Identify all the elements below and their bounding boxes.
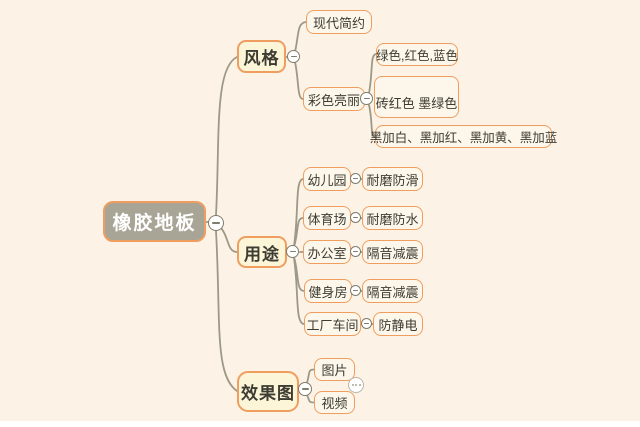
collapse-minus-icon[interactable] xyxy=(286,245,299,258)
node-green-red-blue[interactable]: 绿色,红色,蓝色 xyxy=(376,43,458,66)
node-stadium[interactable]: 体育场 xyxy=(303,206,351,230)
node-black-color-combos[interactable]: 黑加白、黑加红、黑加黄、黑加蓝 xyxy=(370,125,557,148)
footer-strip xyxy=(0,421,640,427)
more-ellipsis-icon[interactable] xyxy=(348,377,364,393)
node-kindergarten[interactable]: 幼儿园 xyxy=(303,167,351,191)
collapse-minus-icon[interactable] xyxy=(350,173,361,184)
collapse-minus-icon[interactable] xyxy=(287,50,300,63)
node-soundproof-shock-absorb[interactable]: 隔音减震 xyxy=(362,240,423,264)
collapse-minus-icon[interactable] xyxy=(350,212,361,223)
collapse-minus-icon[interactable] xyxy=(208,215,224,231)
collapse-minus-icon[interactable] xyxy=(350,246,361,257)
node-factory-workshop[interactable]: 工厂车间 xyxy=(304,312,361,336)
node-office[interactable]: 办公室 xyxy=(303,240,351,264)
collapse-minus-icon[interactable] xyxy=(360,92,373,105)
branch-node-usage[interactable]: 用途 xyxy=(237,236,287,268)
node-gym[interactable]: 健身房 xyxy=(304,279,352,303)
node-video[interactable]: 视频 xyxy=(314,391,355,414)
node-soundproof-shock-absorb[interactable]: 隔音减震 xyxy=(362,279,423,303)
node-brick-red-dark-green[interactable]: 砖红色 墨绿色 xyxy=(374,76,459,118)
node-wear-resistant-waterproof[interactable]: 耐磨防水 xyxy=(362,206,423,230)
collapse-minus-icon[interactable] xyxy=(298,382,312,396)
branch-node-renderings[interactable]: 效果图 xyxy=(237,371,299,412)
node-colorful-bright[interactable]: 彩色亮丽 xyxy=(303,87,365,111)
branch-node-style[interactable]: 风格 xyxy=(237,40,286,73)
collapse-minus-icon[interactable] xyxy=(350,285,361,296)
root-node-rubber-floor[interactable]: 橡胶地板 xyxy=(103,201,206,242)
node-picture[interactable]: 图片 xyxy=(314,358,355,381)
collapse-minus-icon[interactable] xyxy=(361,318,372,329)
node-wear-resistant-antislip[interactable]: 耐磨防滑 xyxy=(362,167,423,191)
node-modern-minimalist[interactable]: 现代简约 xyxy=(306,10,372,34)
node-antistatic[interactable]: 防静电 xyxy=(373,312,423,336)
